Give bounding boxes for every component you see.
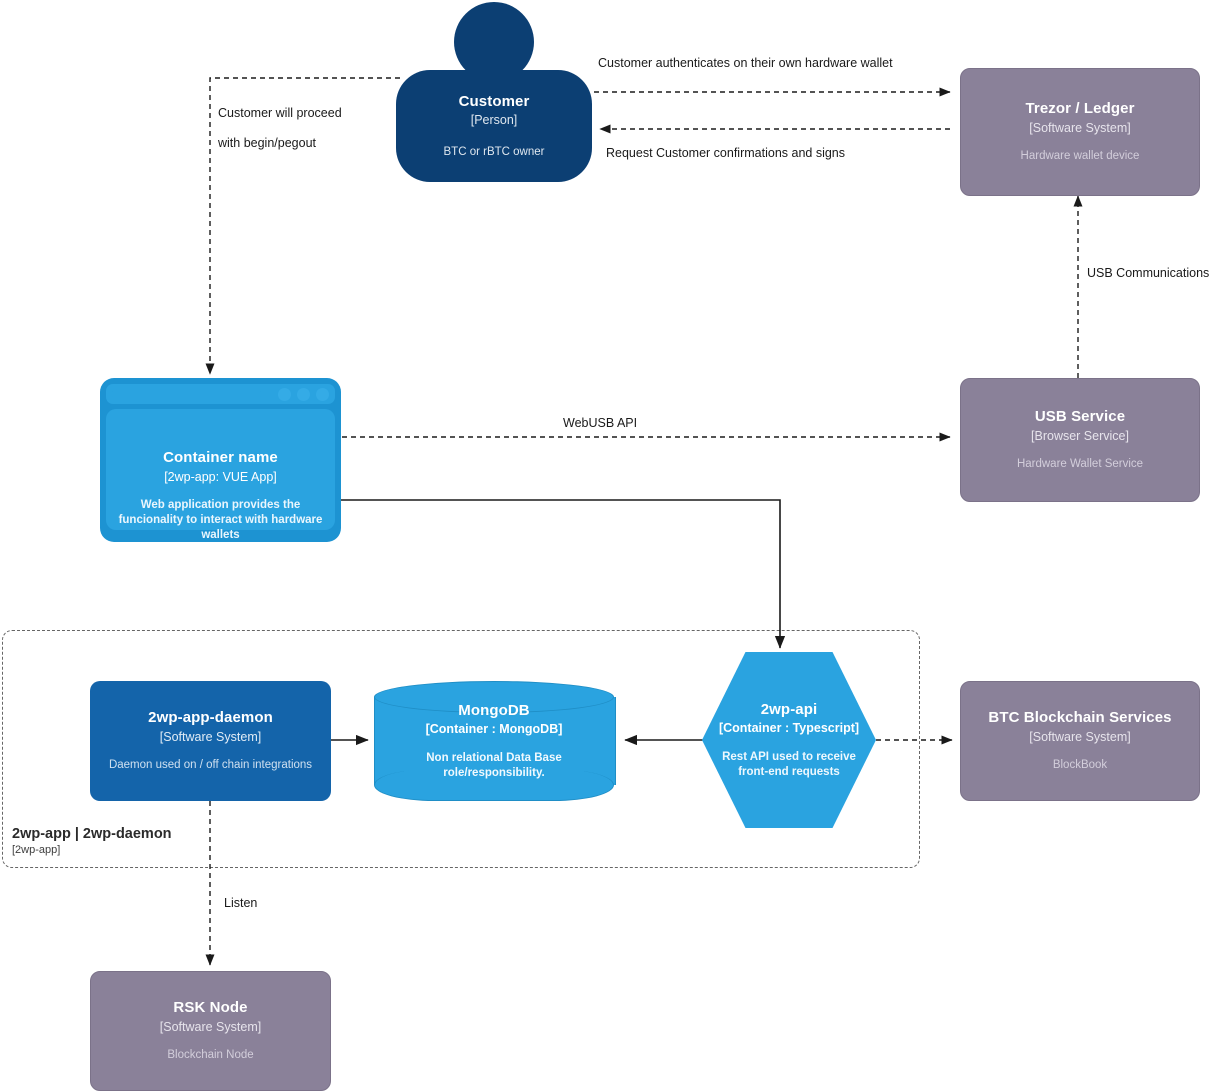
btc-title: BTC Blockchain Services [988, 709, 1172, 727]
container-name-desc: Web application provides the funcionalit… [118, 499, 323, 541]
person-body: Customer [Person] BTC or rBTC owner [396, 70, 592, 182]
api-title: 2wp-api [760, 700, 818, 718]
api-desc: Rest API used to receive front-end reque… [722, 750, 856, 778]
usb-service-tech: [Browser Service] [1031, 428, 1129, 443]
edge-label-customer-to-container-line1: Customer will proceed [218, 106, 342, 120]
daemon-desc: Daemon used on / off chain integrations [108, 759, 313, 772]
edge-label-customer-to-trezor: Customer authenticates on their own hard… [598, 56, 893, 70]
node-btc-blockchain-services[interactable]: BTC Blockchain Services [Software System… [960, 681, 1200, 801]
mongodb-desc: Non relational Data Base role/responsibi… [426, 751, 562, 779]
trezor-title: Trezor / Ledger [1025, 100, 1135, 118]
container-name-tech: [2wp-app: VUE App] [164, 469, 277, 484]
customer-desc: BTC or rBTC owner [443, 145, 545, 158]
node-container-name[interactable]: Container name [2wp-app: VUE App] Web ap… [100, 378, 341, 542]
daemon-tech: [Software System] [159, 729, 262, 744]
node-customer[interactable]: Customer [Person] BTC or rBTC owner [396, 2, 592, 182]
node-2wp-app-daemon[interactable]: 2wp-app-daemon [Software System] Daemon … [90, 681, 331, 801]
mongodb-title: MongoDB [458, 701, 530, 719]
edge-label-listen: Listen [224, 896, 258, 910]
trezor-desc: Hardware wallet device [1020, 150, 1140, 163]
edge-label-webusb-api: WebUSB API [563, 416, 638, 430]
browser-tab-strip [112, 389, 261, 399]
daemon-title: 2wp-app-daemon [148, 709, 273, 727]
browser-minimize-icon[interactable] [278, 387, 291, 401]
customer-tech: [Person] [470, 113, 518, 128]
mongodb-tech: [Container : MongoDB] [425, 722, 563, 737]
node-mongodb[interactable]: MongoDB [Container : MongoDB] Non relati… [374, 681, 616, 801]
btc-desc: BlockBook [1052, 759, 1108, 772]
node-2wp-api[interactable]: 2wp-api [Container : Typescript] Rest AP… [702, 652, 876, 828]
boundary-name: 2wp-app | 2wp-daemon [12, 826, 172, 842]
customer-title: Customer [458, 92, 530, 110]
cylinder-top [374, 681, 614, 713]
browser-close-icon[interactable] [316, 387, 329, 401]
btc-tech: [Software System] [1029, 729, 1131, 744]
mongodb-labels: MongoDB [Container : MongoDB] Non relati… [374, 681, 614, 801]
rsk-desc: Blockchain Node [167, 1049, 254, 1062]
edge-customer-to-container [205, 77, 400, 375]
edge-label-usb-communications: USB Communications [1087, 266, 1210, 280]
edge-label-trezor-to-customer: Request Customer confirmations and signs [606, 146, 846, 160]
edge-label-customer-to-container-line2: with begin/pegout [218, 136, 316, 150]
container-name-title: Container name [163, 449, 278, 466]
cylinder-bottom [374, 769, 614, 801]
boundary-tech: [2wp-app] [12, 844, 61, 856]
boundary-label: 2wp-app | 2wp-daemon [2wp-app] [12, 826, 172, 856]
browser-content: Container name [2wp-app: VUE App] Web ap… [106, 409, 335, 541]
trezor-tech: [Software System] [1029, 120, 1131, 135]
usb-service-title: USB Service [1034, 408, 1126, 426]
node-usb-service[interactable]: USB Service [Browser Service] Hardware W… [960, 378, 1200, 502]
rsk-tech: [Software System] [159, 1019, 262, 1034]
node-rsk-node[interactable]: RSK Node [Software System] Blockchain No… [90, 971, 331, 1091]
browser-title-bar [106, 384, 335, 404]
node-trezor-ledger[interactable]: Trezor / Ledger [Software System] Hardwa… [960, 68, 1200, 196]
rsk-title: RSK Node [173, 999, 248, 1017]
edge-container-to-api [341, 499, 786, 649]
usb-service-desc: Hardware Wallet Service [1016, 458, 1144, 471]
api-tech: [Container : Typescript] [718, 721, 860, 736]
browser-maximize-icon[interactable] [297, 387, 310, 401]
person-head-icon [454, 2, 534, 82]
2wp-api-labels: 2wp-api [Container : Typescript] Rest AP… [702, 652, 876, 828]
